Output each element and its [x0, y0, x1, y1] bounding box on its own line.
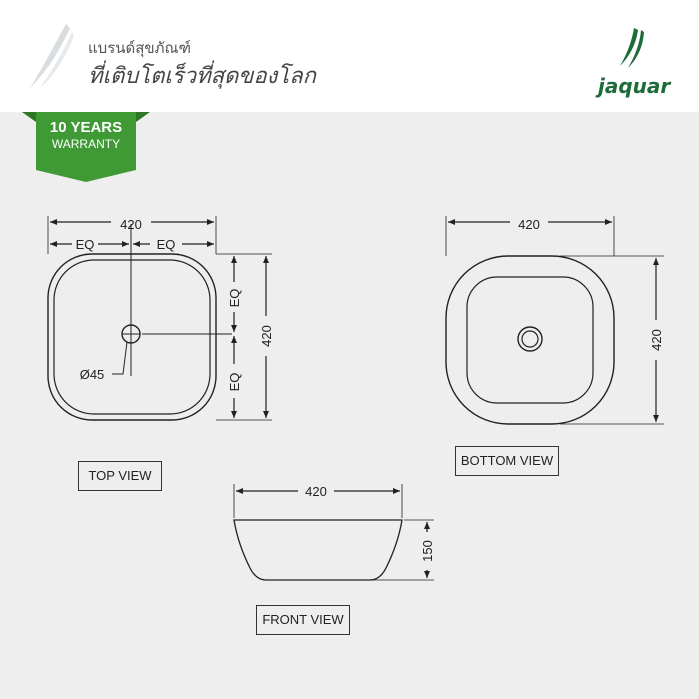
top-view-eq-left: EQ	[76, 237, 95, 252]
top-view-width-dim: 420	[120, 217, 142, 232]
front-view-basin-profile	[233, 519, 403, 581]
top-view-outer-rim	[47, 253, 217, 421]
top-view-drain-dim: Ø45	[80, 367, 105, 382]
header: แบรนด์สุขภัณฑ์ ที่เติบโตเร็วที่สุดของโลก…	[0, 0, 699, 112]
bottom-view-drain-inner	[521, 330, 539, 348]
badge-line2: WARRANTY	[52, 137, 120, 151]
bottom-view-depth-dim: 420	[649, 329, 664, 351]
top-view-eq-bottom: EQ	[227, 373, 242, 392]
front-view-width-dim: 420	[305, 484, 327, 499]
brand-name: jaquar	[598, 74, 671, 98]
leaf-swoosh-icon	[30, 24, 74, 88]
top-view-drawing	[47, 216, 272, 421]
technical-drawing: 10 YEARS WARRANTY	[22, 112, 664, 581]
front-view-label: FRONT VIEW	[256, 605, 350, 635]
front-view-drawing	[233, 484, 434, 581]
top-view-label: TOP VIEW	[78, 461, 162, 491]
top-view-inner-rim	[53, 259, 211, 415]
jaquar-swoosh-icon	[620, 28, 644, 68]
bottom-view-foot-ring	[466, 276, 594, 404]
bottom-view-width-dim: 420	[518, 217, 540, 232]
warranty-badge: 10 YEARS WARRANTY	[22, 112, 150, 182]
technical-drawing-area: 10 YEARS WARRANTY	[0, 112, 699, 699]
top-view-depth-dim: 420	[259, 325, 274, 347]
bottom-view-outer-rim	[445, 255, 615, 425]
top-view-eq-top: EQ	[227, 289, 242, 308]
top-view-eq-right: EQ	[157, 237, 176, 252]
tagline-line1: แบรนด์สุขภัณฑ์	[88, 39, 191, 57]
bottom-view-label: BOTTOM VIEW	[455, 446, 559, 476]
bottom-view-drain-outer	[517, 326, 543, 352]
tagline-line2: ที่เติบโตเร็วที่สุดของโลก	[88, 64, 316, 89]
front-view-height-dim: 150	[420, 540, 435, 562]
badge-line1: 10 YEARS	[50, 119, 122, 136]
bottom-view-drawing	[445, 216, 664, 425]
